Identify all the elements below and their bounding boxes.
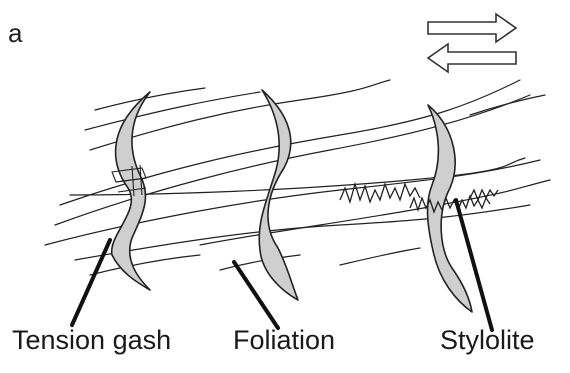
leader-tension-gash xyxy=(72,240,110,325)
panel-letter: a xyxy=(8,18,22,49)
label-foliation: Foliation xyxy=(233,325,335,356)
tension-gash-middle xyxy=(259,90,298,300)
tension-gashes xyxy=(112,90,472,312)
stylolite-seam-upper xyxy=(340,184,420,202)
shear-arrow-bottom xyxy=(428,44,516,72)
dextral-shear-arrows-icon xyxy=(428,14,516,72)
shear-arrow-top xyxy=(428,14,516,42)
label-tension-gash: Tension gash xyxy=(12,325,171,356)
label-stylolite: Stylolite xyxy=(440,325,535,356)
leader-stylolite xyxy=(456,200,492,330)
